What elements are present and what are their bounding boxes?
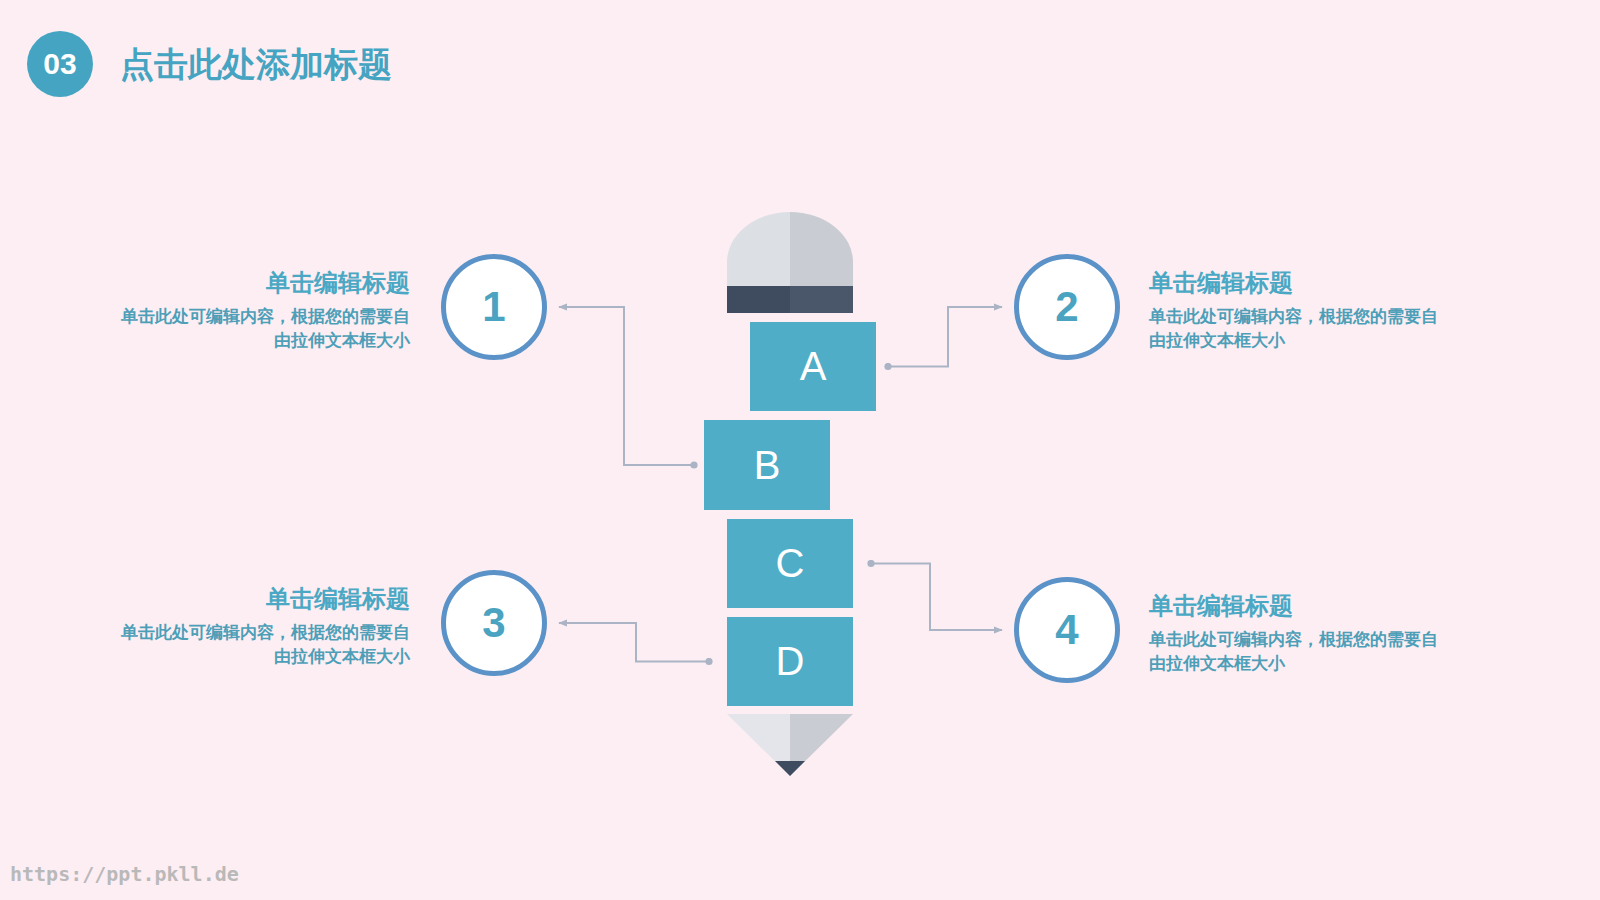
- step-circle: 1单击编辑标题单击此处可编辑内容，根据您的需要自由拉伸文本框大小: [441, 254, 547, 360]
- callout-number: 3: [482, 599, 505, 647]
- tip-left: [727, 714, 790, 776]
- item-heading: 单击编辑标题: [1149, 590, 1449, 622]
- pencil-segment: A: [750, 322, 876, 411]
- lead-tip: [775, 761, 805, 776]
- segment-letter: B: [754, 443, 781, 488]
- step-circle: 3单击编辑标题单击此处可编辑内容，根据您的需要自由拉伸文本框大小: [441, 570, 547, 676]
- item-heading: 单击编辑标题: [110, 583, 410, 615]
- connector: [871, 564, 1002, 631]
- connector: [888, 307, 1002, 367]
- connector: [559, 307, 694, 465]
- eraser-left: [727, 212, 790, 286]
- slide-title: 点击此处添加标题: [120, 42, 392, 88]
- watermark: https://ppt.pkll.de: [10, 862, 239, 886]
- eraser-right: [790, 212, 853, 286]
- item-body: 单击此处可编辑内容，根据您的需要自由拉伸文本框大小: [1149, 305, 1449, 353]
- segment-letter: C: [776, 541, 805, 586]
- text-group: 单击编辑标题单击此处可编辑内容，根据您的需要自由拉伸文本框大小: [110, 583, 410, 669]
- segment-letter: A: [800, 344, 827, 389]
- pencil-segment: C: [727, 519, 853, 608]
- segment-letter: D: [776, 639, 805, 684]
- callout-number: 4: [1055, 606, 1078, 654]
- ferrule-right: [790, 286, 853, 313]
- callout-number: 2: [1055, 283, 1078, 331]
- item-body: 单击此处可编辑内容，根据您的需要自由拉伸文本框大小: [110, 305, 410, 353]
- section-badge: 03: [27, 31, 93, 97]
- text-group: 单击编辑标题单击此处可编辑内容，根据您的需要自由拉伸文本框大小: [1149, 590, 1449, 676]
- text-group: 单击编辑标题单击此处可编辑内容，根据您的需要自由拉伸文本框大小: [110, 267, 410, 353]
- step-circle: 2单击编辑标题单击此处可编辑内容，根据您的需要自由拉伸文本框大小: [1014, 254, 1120, 360]
- text-group: 单击编辑标题单击此处可编辑内容，根据您的需要自由拉伸文本框大小: [1149, 267, 1449, 353]
- step-circle: 4单击编辑标题单击此处可编辑内容，根据您的需要自由拉伸文本框大小: [1014, 577, 1120, 683]
- tip-right: [790, 714, 853, 776]
- item-body: 单击此处可编辑内容，根据您的需要自由拉伸文本框大小: [110, 621, 410, 669]
- connector: [559, 623, 709, 662]
- callout-number: 1: [482, 283, 505, 331]
- item-heading: 单击编辑标题: [110, 267, 410, 299]
- item-heading: 单击编辑标题: [1149, 267, 1449, 299]
- section-number: 03: [43, 47, 76, 81]
- pencil-segment: B: [704, 420, 830, 510]
- ferrule-left: [727, 286, 790, 313]
- pencil-segment: D: [727, 617, 853, 706]
- item-body: 单击此处可编辑内容，根据您的需要自由拉伸文本框大小: [1149, 628, 1449, 676]
